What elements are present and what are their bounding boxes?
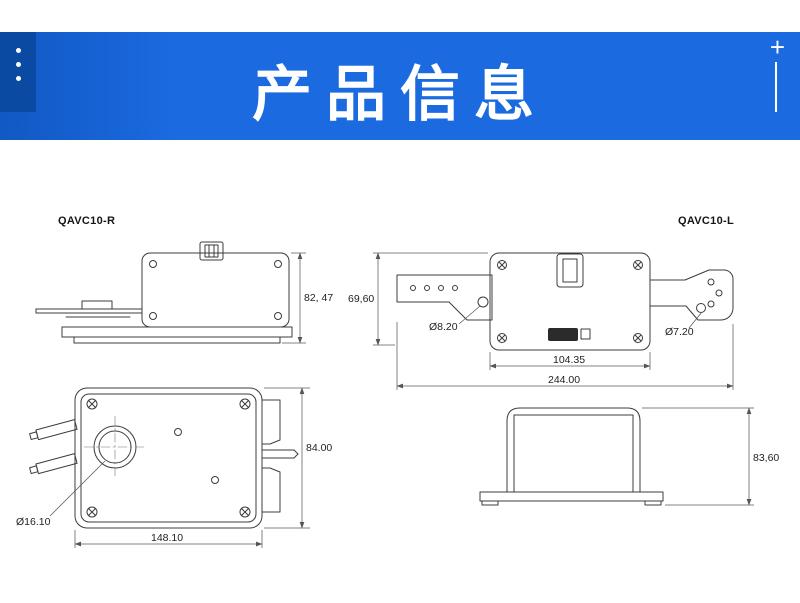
base-plate <box>61 326 293 338</box>
screw-icon <box>633 333 643 343</box>
right-arm <box>649 269 734 321</box>
shaft-clamp <box>81 300 113 310</box>
dots-icon <box>16 62 21 67</box>
left-arm-hole <box>477 296 489 308</box>
side-bracket-bottom <box>261 467 281 513</box>
bottom-view-dimensions: 84.00 Ø16.10 148.10 <box>16 387 332 548</box>
bottom-view-geometry <box>29 387 299 529</box>
dim-label-overall-width: 244.00 <box>548 374 580 386</box>
terminal-connector <box>29 419 78 441</box>
dots-icon <box>16 48 21 53</box>
dots-icon <box>16 76 21 81</box>
top-clip <box>199 241 224 261</box>
front-body <box>506 407 641 493</box>
dim-label-base-width: 148.10 <box>151 532 183 544</box>
top-clip <box>556 253 584 288</box>
side-view-geometry <box>35 241 293 344</box>
dim-label-side-height: 82, 47 <box>304 292 333 304</box>
model-label-right: QAVC10-R <box>58 215 116 227</box>
terminal-connector <box>29 453 78 475</box>
dim-label-arm-offset: 69,60 <box>348 293 374 305</box>
drawing-bottom-view: 84.00 Ø16.10 148.10 <box>16 387 332 548</box>
dim-label-body-width: 104.35 <box>553 354 585 366</box>
screw-icon <box>497 260 507 270</box>
screw-icon <box>497 333 507 343</box>
dim-label-right-hole: Ø7.20 <box>665 326 694 338</box>
side-bracket-top <box>261 399 281 445</box>
drawing-top-view: 69,60 Ø8.20 Ø7.20 104.35 244.00 <box>348 252 734 390</box>
dim-label-shaft-dia: Ø16.10 <box>16 516 51 528</box>
front-base-plate <box>479 491 664 502</box>
screw-icon <box>86 398 98 410</box>
left-arm <box>396 274 493 321</box>
vertical-line-decoration <box>775 62 777 112</box>
drawing-side-view: 82, 47 <box>35 241 333 344</box>
dim-side-height: 82, 47 <box>282 252 333 344</box>
screw-icon <box>633 260 643 270</box>
dim-label-body-depth: 84.00 <box>306 442 332 454</box>
top-view-geometry <box>396 252 734 351</box>
top-view-dimensions: 69,60 Ø8.20 Ø7.20 104.35 244.00 <box>348 252 734 390</box>
plus-icon: + <box>769 32 785 62</box>
front-view-dimensions: 83,60 <box>642 407 779 506</box>
front-view-geometry <box>479 407 664 506</box>
right-arm-hole <box>696 303 706 313</box>
drawing-front-view: 83,60 <box>479 407 779 506</box>
model-label-left: QAVC10-L <box>678 215 734 227</box>
screw-icon <box>239 398 251 410</box>
page-title: 产品信息 <box>252 61 548 128</box>
screw-icon <box>239 506 251 518</box>
dim-label-left-hole: Ø8.20 <box>429 321 458 333</box>
dim-label-front-height: 83,60 <box>753 452 779 464</box>
connector-block <box>548 328 578 341</box>
actuator-body <box>141 252 290 328</box>
screw-icon <box>86 506 98 518</box>
header-banner: 产品信息 + <box>0 32 800 140</box>
banner-accent-block <box>0 32 36 112</box>
